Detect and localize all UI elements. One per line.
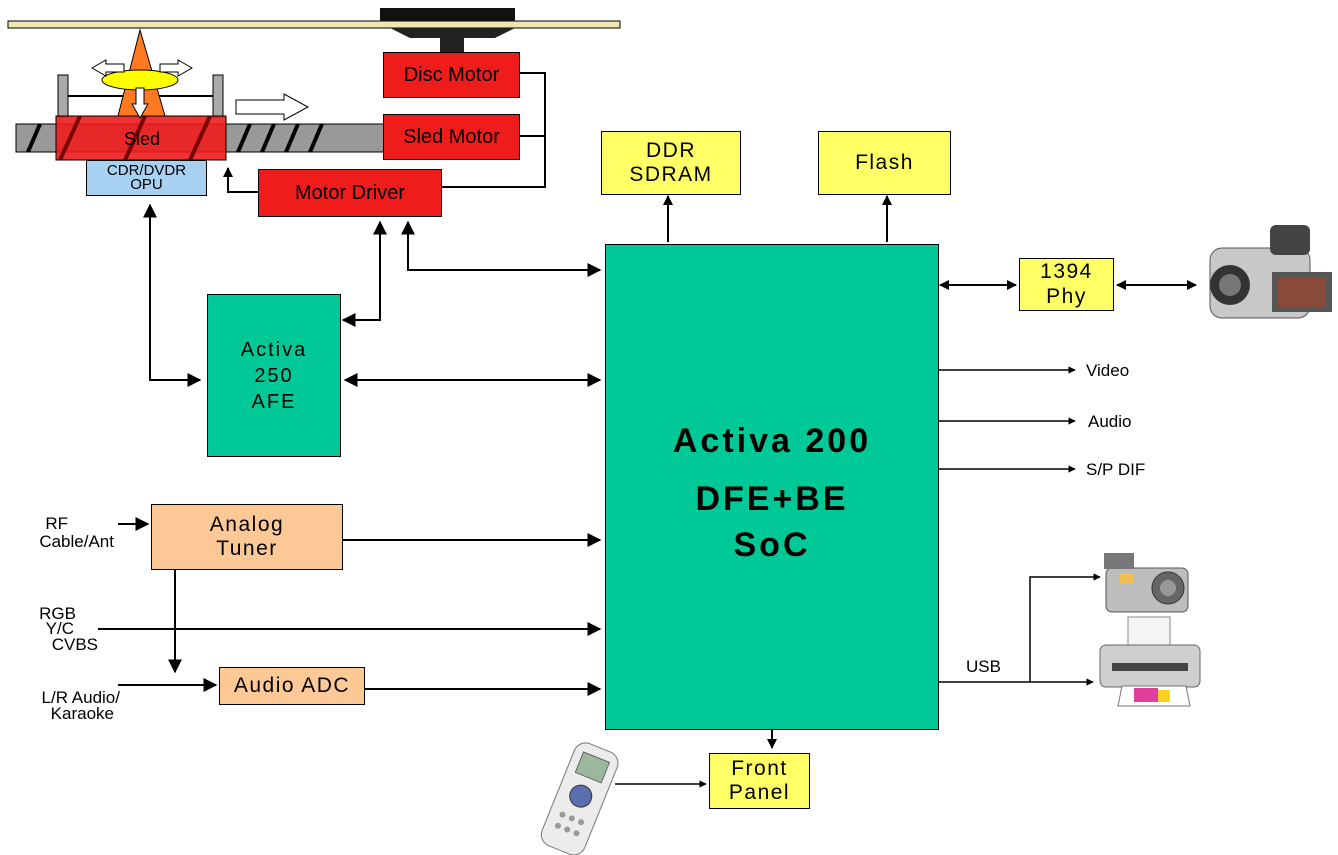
rf-label: RF <box>45 514 68 533</box>
opu-block: CDR/DVDR OPU <box>86 160 207 196</box>
driver-soc-arrow <box>401 220 602 277</box>
usb-label: USB <box>966 657 1001 676</box>
remote-control-image <box>540 742 619 855</box>
sled-motor-block: Sled Motor <box>383 114 520 160</box>
sled-assembly <box>55 28 310 161</box>
motor-bus-line <box>442 72 546 188</box>
spdif-label: S/P DIF <box>1086 460 1146 479</box>
usb-camera-arrow <box>1029 573 1101 682</box>
yc-label: Y/C <box>45 619 74 638</box>
motor-driver-block: Motor Driver <box>258 169 442 217</box>
disc-illustration <box>7 8 621 56</box>
karaoke-label: Karaoke <box>50 704 114 723</box>
digital-camera-image <box>1104 553 1189 613</box>
cable-ant-label: Cable/Ant <box>39 532 114 551</box>
soc-block <box>605 244 939 730</box>
driver-afe-arrow <box>341 220 387 327</box>
lr-audio-label: L/R Audio/ <box>41 688 120 707</box>
flash-block: Flash <box>818 131 951 195</box>
front-panel-block: Front Panel <box>709 753 810 809</box>
camcorder-image <box>1209 225 1332 319</box>
ddr-sdram-block: DDR SDRAM <box>601 131 741 195</box>
sled-label: Sled <box>123 129 161 149</box>
cvbs-label: CVBS <box>51 635 98 654</box>
audio-label: Audio <box>1088 412 1132 431</box>
rgb-label: RGB <box>39 604 76 623</box>
soc-type: SoC <box>733 526 811 564</box>
soc-title: Activa 200 <box>672 422 872 460</box>
video-label: Video <box>1086 361 1130 380</box>
afe-block: Activa 250 AFE <box>207 294 341 457</box>
phy-block: 1394 Phy <box>1019 258 1114 311</box>
driver-to-opu-arrow <box>223 167 258 193</box>
disc-motor-block: Disc Motor <box>383 52 520 98</box>
opu-afe-arrow <box>143 203 202 387</box>
analog-tuner-block: Analog Tuner <box>151 504 343 570</box>
audio-adc-block: Audio ADC <box>219 667 365 705</box>
printer-image <box>1099 616 1201 707</box>
connectors <box>98 72 1197 788</box>
soc-subtitle: DFE+BE <box>695 480 849 518</box>
